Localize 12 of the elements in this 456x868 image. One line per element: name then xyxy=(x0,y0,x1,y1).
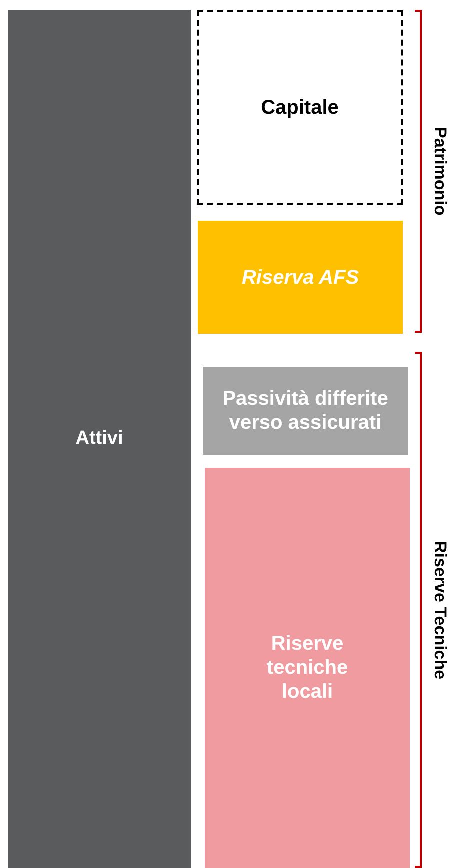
capital-box xyxy=(197,10,403,205)
liability-box xyxy=(203,367,408,455)
box-label: Riserva AFS xyxy=(242,266,360,290)
bracket-label: Riserve Tecniche xyxy=(430,540,451,680)
bracket-label: Patrimonio xyxy=(430,127,451,216)
reserve-box xyxy=(198,221,403,334)
reserve-box xyxy=(205,468,410,868)
box-label: Riserve tecniche locali xyxy=(266,632,350,704)
assets-bar xyxy=(8,10,191,868)
box-label: Attivi xyxy=(76,426,124,451)
box-label: Passività differite verso assicurati xyxy=(222,387,390,435)
box-label: Capitale xyxy=(261,96,339,120)
